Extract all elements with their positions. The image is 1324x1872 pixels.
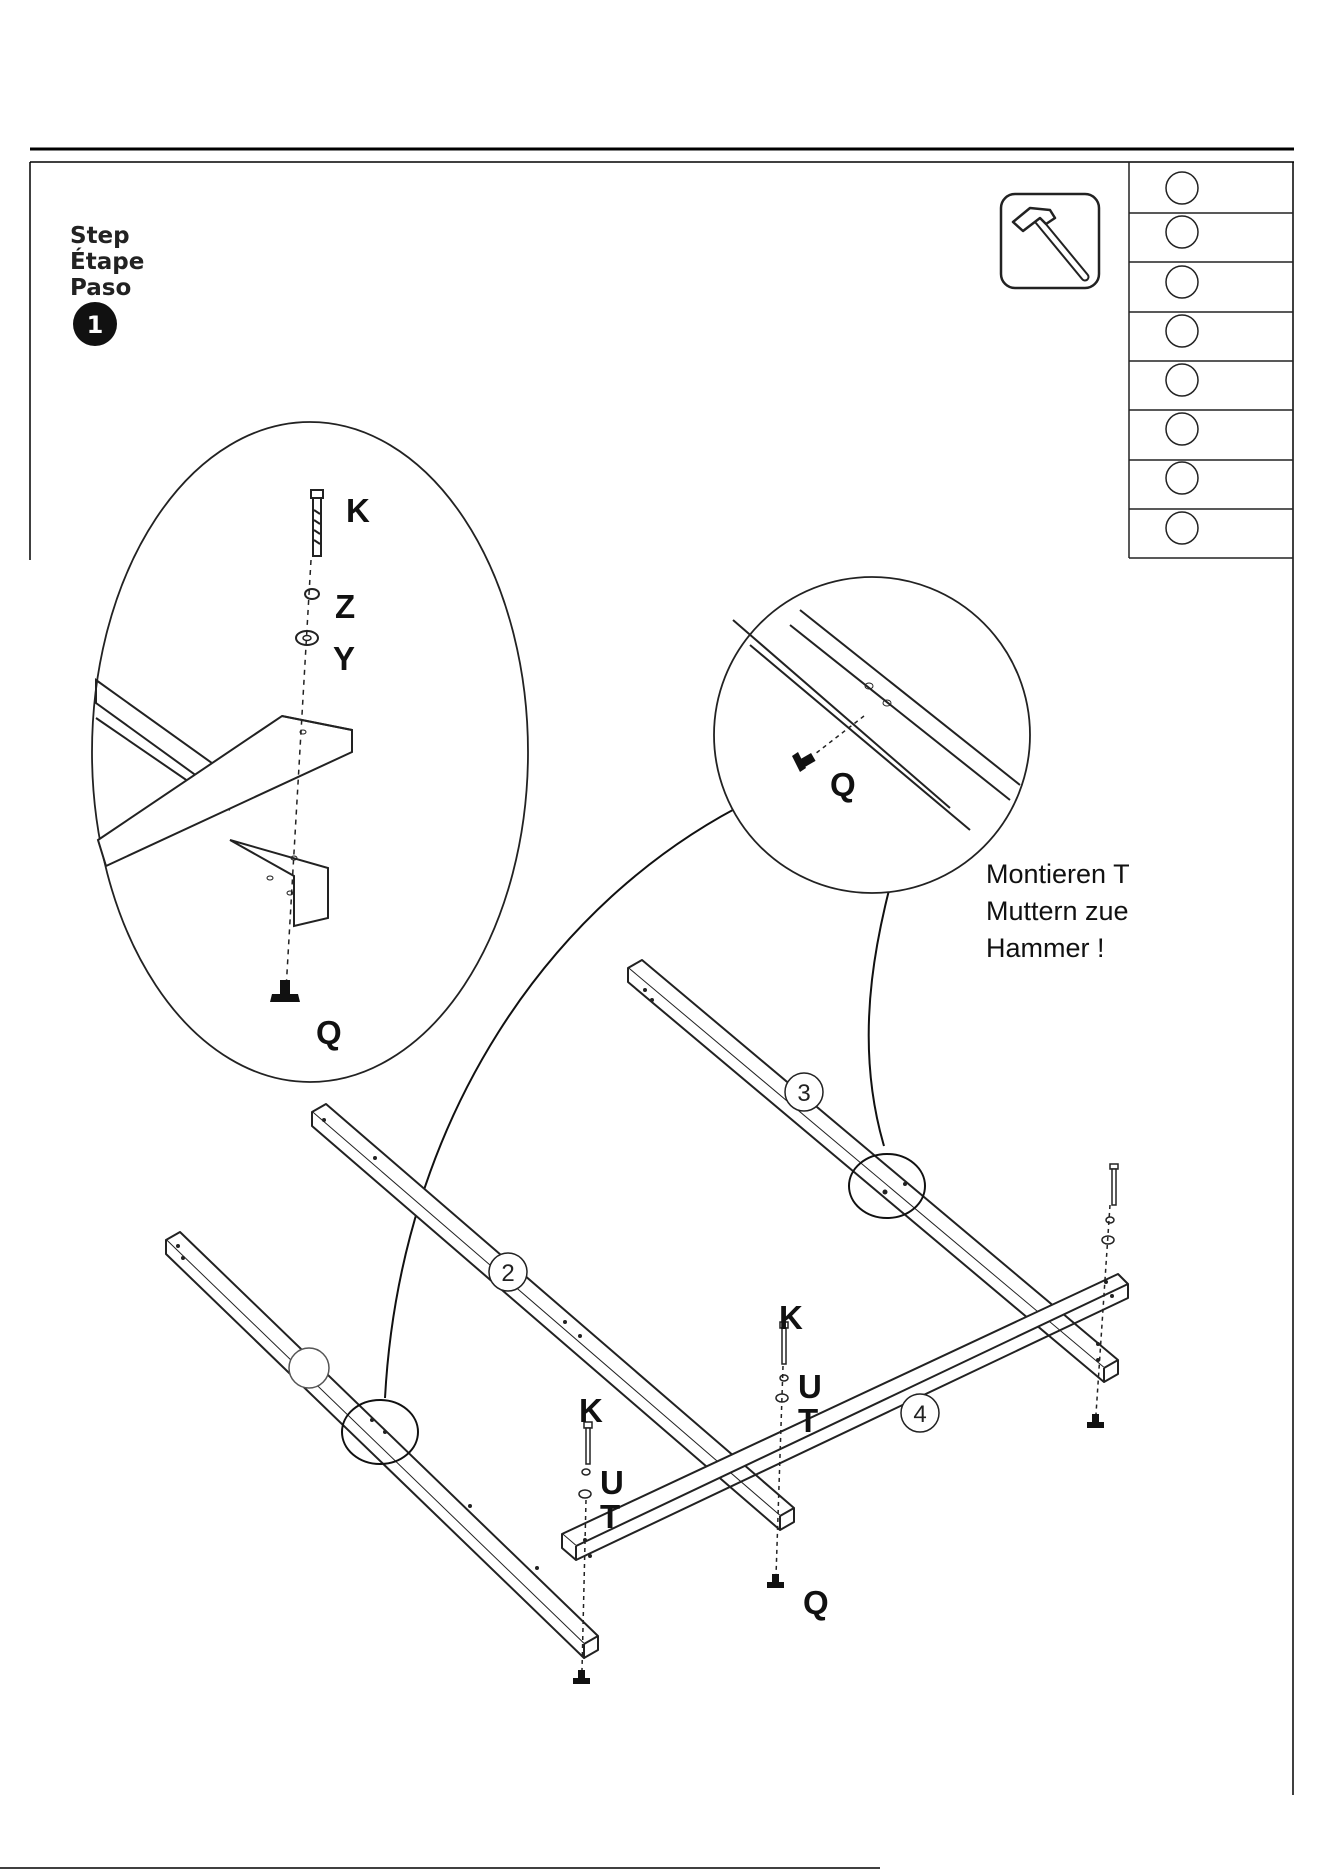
checklist-table: [1129, 162, 1293, 558]
checklist-circle: [1166, 172, 1198, 204]
label-k: K: [346, 492, 370, 529]
checklist-circle: [1166, 216, 1198, 248]
pin-knob: [289, 1348, 329, 1388]
part-number-4: 4: [913, 1401, 926, 1428]
step-number: 1: [87, 311, 104, 339]
part-numbers: 3 2 4: [489, 1073, 939, 1432]
label-q-center: Q: [803, 1584, 829, 1621]
detail-bubble-right: Q: [714, 577, 1030, 893]
label-y: Y: [333, 640, 355, 677]
t-nuts: [573, 1414, 1104, 1684]
checklist-circle: [1166, 315, 1198, 347]
label-q: Q: [830, 766, 856, 803]
checklist-circle: [1166, 462, 1198, 494]
label-k-left: K: [579, 1392, 603, 1429]
checklist-circle: [1166, 364, 1198, 396]
label-u-left: U: [600, 1464, 624, 1501]
label-t-left: T: [600, 1498, 620, 1535]
label-t-center: T: [798, 1402, 818, 1439]
checklist-circle: [1166, 266, 1198, 298]
label-z: Z: [335, 588, 355, 625]
checklist-circle: [1166, 512, 1198, 544]
part-number-2: 2: [501, 1260, 514, 1287]
label-u-center: U: [798, 1368, 822, 1405]
label-q: Q: [316, 1014, 342, 1051]
part-number-3: 3: [797, 1080, 810, 1107]
hammer-icon: [1001, 194, 1099, 288]
checklist-circle: [1166, 413, 1198, 445]
beam-4: [562, 1274, 1128, 1560]
step-number-badge: 1: [73, 302, 117, 346]
label-k-center: K: [779, 1299, 803, 1336]
detail-bubble-left: K Z Y Q: [92, 422, 528, 1082]
